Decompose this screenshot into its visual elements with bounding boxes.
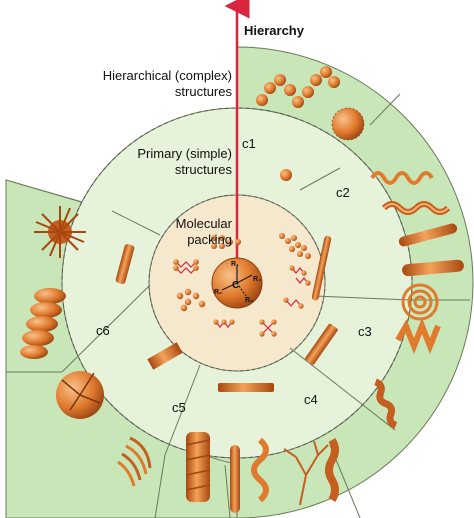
level-labels: Hierarchy Hierarchical (complex) structu… [103, 23, 305, 247]
fan-shells [117, 436, 152, 487]
segment-c2: c2 [336, 185, 350, 200]
substituent-r2: R₂ [214, 289, 222, 296]
molecule: C R₁ R₂ R₃ R₄ [211, 257, 263, 309]
packing-bottom-zigzag [213, 319, 235, 328]
flower-ball [56, 371, 104, 419]
helix-1 [370, 171, 434, 185]
inner-label-line2: packing [187, 232, 232, 247]
spiral-disc [401, 283, 439, 321]
packing-motifs [173, 233, 311, 337]
primary-structures [115, 169, 338, 392]
stacked-coil [20, 288, 66, 359]
tape-c3 [305, 323, 338, 365]
urchin [34, 206, 86, 258]
substituent-r1: R₁ [231, 261, 239, 268]
packing-helix [279, 233, 311, 259]
segment-c4: c4 [304, 392, 318, 407]
packing-zigzag-1 [173, 259, 199, 274]
middle-label-line2: structures [175, 162, 233, 177]
twist-rod [398, 223, 458, 247]
axis-title: Hierarchy [244, 23, 305, 38]
segment-c6: c6 [96, 323, 110, 338]
substituent-r3: R₃ [245, 297, 253, 304]
rod-c2 [311, 235, 332, 301]
molecule-center: C [232, 280, 239, 291]
twisted-ribbon [374, 378, 398, 429]
twisted-rope-hi [383, 203, 449, 213]
zigzag-ribbon [395, 317, 441, 355]
bead-chain [325, 437, 339, 503]
packing-pairs [211, 235, 241, 249]
flat-tube [402, 259, 464, 277]
packing-zigzag-2 [289, 265, 311, 286]
helix-ribbon [251, 437, 269, 503]
sphere-c1 [280, 169, 292, 181]
outer-label-line1: Hierarchical (complex) [103, 68, 232, 83]
outer-label-line2: structures [175, 84, 233, 99]
branching-tree [283, 440, 329, 506]
packing-dots-1 [176, 288, 206, 312]
packing-right-zigzag [283, 297, 304, 309]
cylinder-c6 [115, 244, 135, 284]
packing-star [259, 319, 277, 337]
complex-structures [20, 66, 464, 513]
segment-c5: c5 [172, 400, 186, 415]
twist-rod-c4 [230, 445, 240, 513]
segment-c3: c3 [358, 324, 372, 339]
raspberry-sphere [331, 107, 365, 141]
ribbon-c4 [218, 383, 274, 392]
segment-c1: c1 [242, 136, 256, 151]
sheet-c5 [147, 342, 183, 370]
coiled-tube [185, 432, 211, 502]
bead-helix [256, 66, 340, 108]
middle-label-line1: Primary (simple) [137, 146, 232, 161]
inner-label-line1: Molecular [176, 216, 233, 231]
segment-labels: c1 c2 c3 c4 c5 c6 [96, 136, 372, 415]
substituent-r4: R₄ [253, 276, 261, 283]
